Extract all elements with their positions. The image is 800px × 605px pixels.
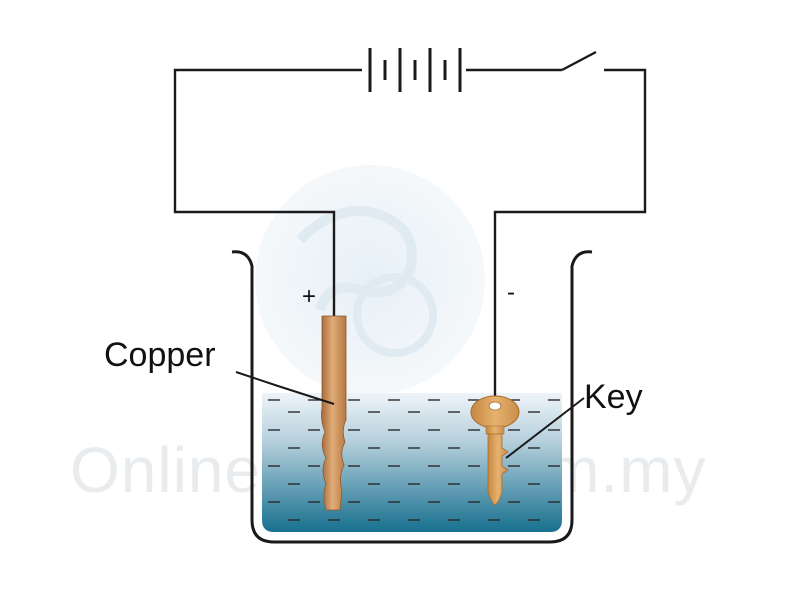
beaker [231, 250, 593, 544]
key-label: Key [584, 378, 643, 416]
copper-leader-line [235, 371, 335, 405]
electrolyte-dashes [268, 399, 560, 521]
cathode-sign: - [507, 279, 515, 306]
battery [368, 48, 462, 92]
key [470, 395, 520, 506]
anode-sign: + [302, 283, 316, 310]
copper-label: Copper [104, 336, 216, 374]
key-leader-line [505, 397, 585, 459]
circuit-wire [173, 68, 647, 400]
watermark-globe [255, 165, 485, 395]
copper-electrode [321, 315, 347, 511]
switch [561, 50, 597, 72]
